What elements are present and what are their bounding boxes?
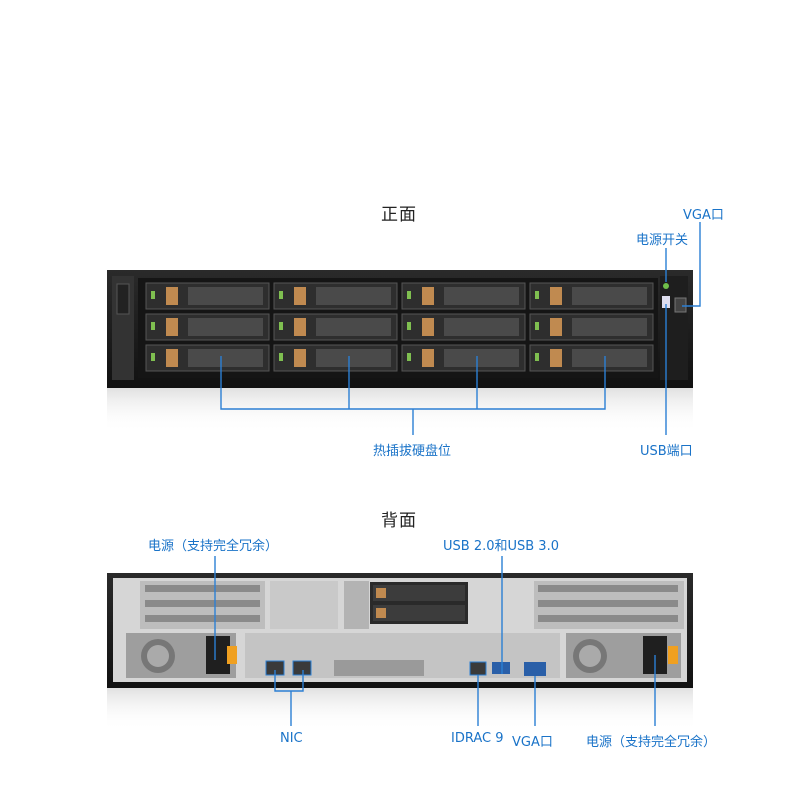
front-server [107,270,693,432]
psu-right-label: 电源（支持完全冗余） [586,735,717,750]
power-switch-label: 电源开关 [636,233,689,248]
drive-bays-label: 热插拔硬盘位 [373,444,452,459]
psu-left-label: 电源（支持完全冗余） [148,539,279,554]
rear-usb-label: USB 2.0和USB 3.0 [443,539,559,554]
drive-bay [529,313,654,341]
drive-bay [273,282,398,310]
drive-bay [273,313,398,341]
front-vga-label: VGA口 [683,208,724,223]
drive-bay [145,313,270,341]
drive-bay [529,344,654,372]
drive-bay [145,344,270,372]
drive-bay [145,282,270,310]
drive-bay [273,344,398,372]
vga-port-icon [674,297,687,313]
drive-bay [529,282,654,310]
psu-left [126,633,237,678]
front-reflection [107,388,693,432]
nic-port-2-icon [292,660,312,676]
drive-bay [401,344,526,372]
idrac-label: IDRAC 9 [451,731,504,746]
drive-bay [401,313,526,341]
front-usb-label: USB端口 [640,444,693,459]
power-switch-icon [663,283,669,289]
rear-reflection [107,688,693,730]
front-title: 正面 [381,205,417,225]
rear-usb-icon [492,662,510,674]
right-ear [660,276,688,380]
pcie-slots-right [534,581,684,629]
drive-bays [145,282,654,372]
rear-vga-icon [524,662,546,676]
usb-port-icon [662,296,670,308]
rear-title: 背面 [381,511,417,531]
rear-callouts [214,556,656,726]
pcie-slots-left [140,581,265,629]
front-callouts [220,222,701,435]
psu-right [566,633,681,678]
rear-server [107,573,693,730]
rear-vga-label: VGA口 [512,735,553,750]
idrac-port-icon [469,661,487,676]
drive-bay [401,282,526,310]
nic-label: NIC [280,731,303,746]
